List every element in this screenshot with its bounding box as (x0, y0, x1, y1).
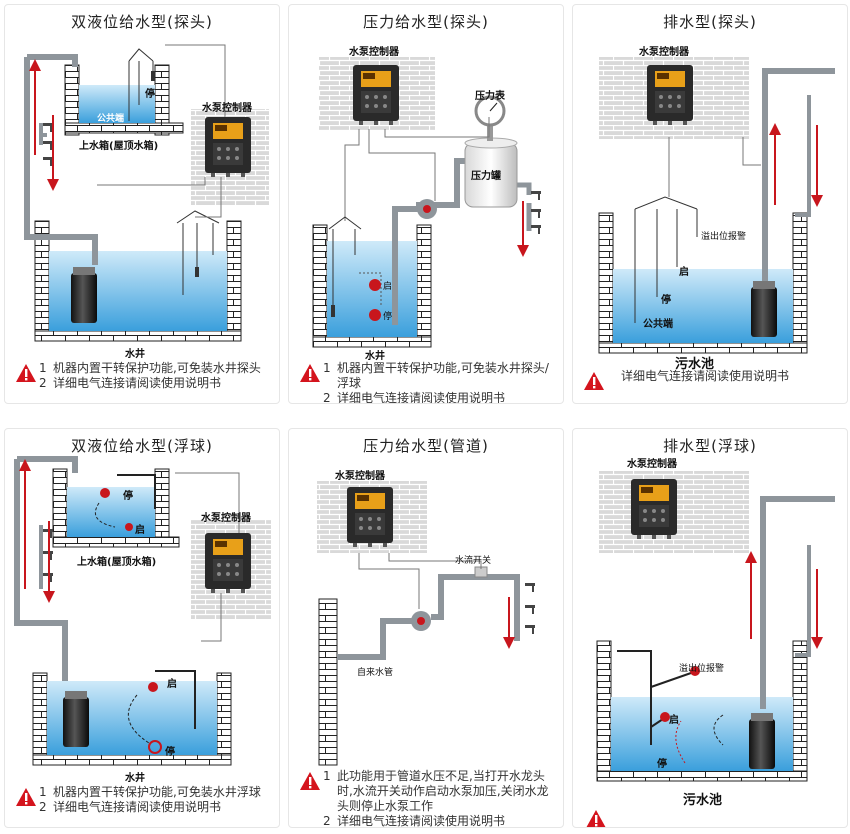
panel-title: 排水型(探头) (663, 13, 757, 31)
label-roof-tank: 上水箱(屋顶水箱) (77, 557, 157, 568)
label-flow-switch: 水流开关 (455, 556, 492, 566)
diagram-dual-level-probe (24, 44, 269, 342)
panel-pressure-probe: 压力给水型(探头) 水泵控制器 压力表 压力罐 启 停 水井 (288, 4, 564, 404)
panel-dual-level-probe: 双液位给水型(探头) 公共端 上水箱(屋 (4, 4, 280, 404)
label-stop-well: 停 (165, 747, 175, 758)
label-gauge: 压力表 (475, 91, 505, 102)
label-common: 公共端 (643, 319, 673, 330)
panel-title: 压力给水型(管道) (363, 437, 489, 455)
label-controller: 水泵控制器 (627, 459, 677, 470)
label-stop: 停 (145, 89, 155, 100)
label-start-well: 启 (167, 679, 177, 690)
note-text: 机器内置干转保护功能,可免装水井探头 (53, 361, 261, 375)
label-controller: 水泵控制器 (335, 471, 385, 482)
label-start: 启 (135, 525, 145, 536)
note-text: 详细电气连接请阅读使用说明书 (337, 814, 506, 828)
label-common: 公共端 (97, 114, 125, 124)
panel-drain-float: 排水型(浮球) 水泵控制器 溢出位报警 启 停 污水池 (572, 428, 848, 828)
panel-title: 双液位给水型(浮球) (71, 437, 213, 455)
label-overflow: 溢出位报警 (701, 232, 747, 242)
panel-title: 压力给水型(探头) (363, 13, 489, 31)
diagram-pressure-probe (312, 57, 542, 348)
notes: 详细电气连接请阅读使用说明书 (583, 369, 839, 390)
label-sewage-pit: 污水池 (675, 357, 715, 372)
note-text: 详细电气连接请阅读使用说明书 (621, 369, 790, 383)
label-controller: 水泵控制器 (639, 47, 689, 58)
label-controller: 水泵控制器 (349, 47, 399, 58)
label-start: 启 (383, 282, 393, 292)
label-stop: 停 (123, 491, 133, 502)
note-text: 此功能用于管道水压不足,当打开水龙头时,水流开关动作启动水泵加压,关闭水龙头则停… (337, 769, 549, 813)
note-text: 详细电气连接请阅读使用说明书 (53, 376, 222, 390)
label-stop: 停 (657, 759, 667, 770)
label-pressure-tank: 压力罐 (471, 171, 501, 182)
note-text: 机器内置干转保护功能,可免装水井浮球 (53, 785, 261, 799)
diagram-drain-probe (598, 57, 835, 354)
label-roof-tank: 上水箱(屋顶水箱) (79, 141, 159, 152)
label-start: 启 (669, 715, 679, 726)
diagram-pressure-pipe (317, 481, 536, 766)
note-text: 机器内置干转保护功能,可免装水井探头/浮球 (337, 361, 549, 390)
note-text: 详细电气连接请阅读使用说明书 (53, 800, 222, 814)
label-stop: 停 (661, 295, 671, 306)
label-well: 水井 (125, 773, 145, 784)
label-overflow: 溢出位报警 (679, 664, 725, 674)
label-mains: 自来水管 (357, 668, 394, 678)
label-controller: 水泵控制器 (201, 513, 251, 524)
panel-title: 排水型(浮球) (663, 437, 757, 455)
label-stop: 停 (383, 312, 393, 322)
label-well: 水井 (125, 349, 145, 360)
panel-drain-probe: 排水型(探头) 水泵控制器 溢出位报警 启 停 公共端 污水池 详细电气连接请阅… (572, 4, 848, 404)
label-sewage-pit: 污水池 (683, 793, 723, 808)
note-text: 详细电气连接请阅读使用说明书 (337, 391, 506, 404)
label-start: 启 (679, 267, 689, 278)
warning-icon (586, 810, 606, 827)
label-controller: 水泵控制器 (202, 103, 252, 114)
label-well: 水井 (365, 351, 385, 362)
panel-title: 双液位给水型(探头) (71, 13, 213, 31)
diagram-drain-float (596, 471, 835, 782)
panel-dual-level-float: 双液位给水型(浮球) 停 启 上水箱(屋顶水箱) 水泵控制器 启 停 水井 (4, 428, 280, 828)
diagram-dual-level-float (14, 456, 271, 766)
